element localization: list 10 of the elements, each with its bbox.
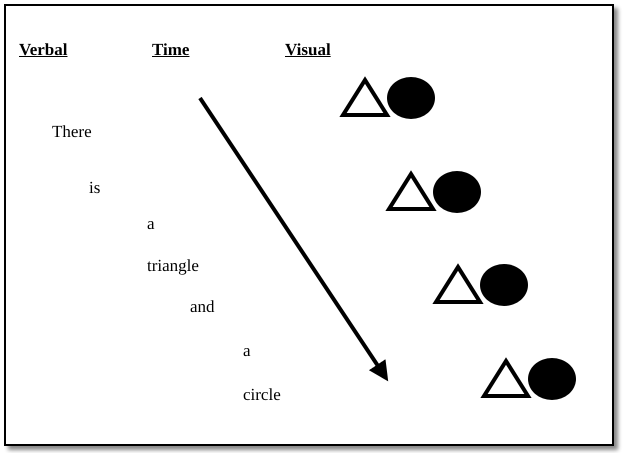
word: a <box>243 341 251 361</box>
column-heading: Time <box>152 40 190 60</box>
word: is <box>89 178 100 198</box>
word: There <box>52 122 92 142</box>
word: triangle <box>147 256 199 276</box>
word: a <box>147 214 155 234</box>
column-heading: Visual <box>285 40 331 60</box>
word: circle <box>243 385 281 405</box>
column-heading: Verbal <box>19 40 68 60</box>
word: and <box>190 297 215 317</box>
